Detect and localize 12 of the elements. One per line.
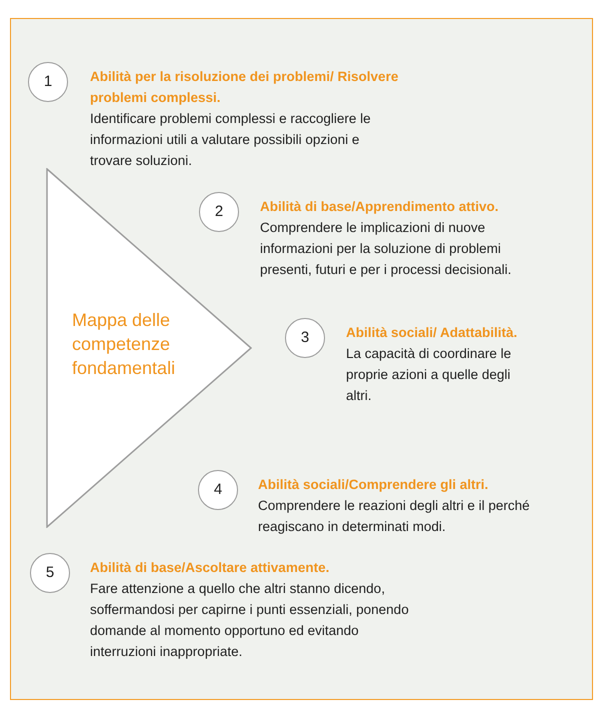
- skill-heading: Abilità per la risoluzione dei problemi/ Risolvere problemi complessi.: [90, 68, 400, 107]
- skill-description: Comprendere le implicazioni di nuove informazioni per la soluzione di problemi presenti, futuri e per i processi decisionali.: [260, 219, 512, 279]
- skill-heading: Abilità sociali/ Adattabilità.: [346, 324, 518, 342]
- skill-description: La capacità di coordinare le proprie azioni a quelle degli altri.: [346, 345, 512, 405]
- skill-heading: Abilità di base/Apprendimento attivo.: [260, 198, 500, 216]
- skill-heading: Abilità di base/Ascoltare attivamente.: [90, 559, 330, 577]
- skill-description: Fare attenzione a quello che altri stanno dicendo, soffermandosi per capirne i punti essenziali, ponendo domande al momento opportuno ed evitando interruzioni inappropriate.: [90, 580, 410, 661]
- triangle-title: Mappa delle competenze fondamentali: [72, 309, 176, 380]
- skill-description: Comprendere le reazioni degli altri e il perché reagiscano in determinati modi.: [258, 497, 531, 536]
- skill-heading: Abilità sociali/Comprendere gli altri.: [258, 476, 490, 494]
- skill-description: Identificare problemi complessi e raccogliere le informazioni utili a valutare possibili opzioni e trovare soluzioni.: [90, 110, 372, 170]
- triangle-shape: [46, 168, 252, 528]
